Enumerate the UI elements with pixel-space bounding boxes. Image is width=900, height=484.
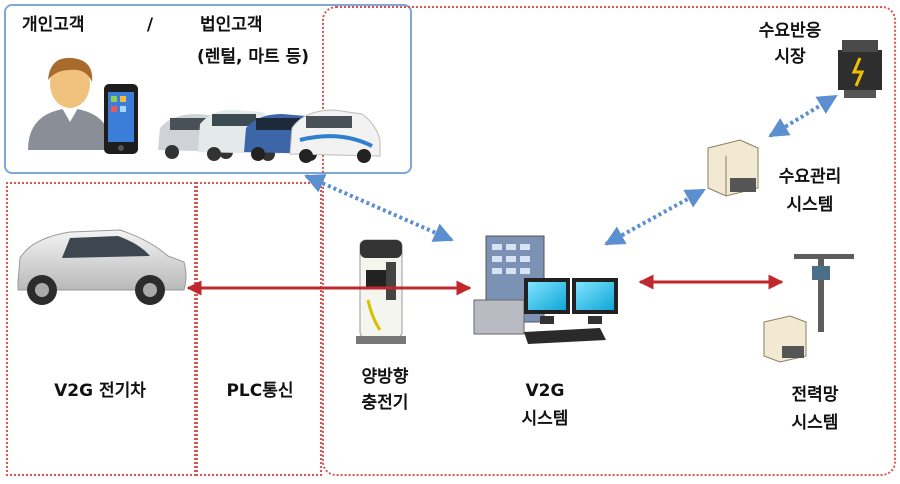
v2g-system-label-1: V2G — [525, 381, 565, 401]
corporate-examples-label: (렌털, 마트 등) — [196, 47, 310, 67]
customer-cars-icon — [158, 109, 381, 163]
demand-market-label-1: 수요반응 — [758, 21, 822, 41]
charger-icon — [356, 239, 406, 344]
demand-market-label-2: 시장 — [774, 47, 806, 67]
corporate-customer-label: 법인고객 — [200, 15, 263, 35]
customer-separator: / — [146, 15, 154, 35]
demand-mgmt-market-link — [768, 94, 838, 138]
computer-icon — [473, 235, 618, 344]
transformer-icon — [838, 40, 882, 98]
demand-mgmt-label-1: 수요관리 — [778, 167, 842, 187]
charger-label-2: 충전기 — [361, 393, 409, 413]
customer-system-link — [304, 174, 454, 242]
grid-label-2: 시스템 — [791, 413, 839, 433]
utility-pole-icon — [794, 254, 854, 332]
individual-customer-label: 개인고객 — [22, 15, 85, 35]
ev-panel — [6, 182, 196, 476]
grid-label-1: 전력망 — [791, 385, 839, 405]
v2g-system-label-2: 시스템 — [521, 409, 569, 429]
smartphone-icon — [104, 84, 138, 154]
grid-server-icon — [763, 315, 807, 363]
person-icon — [28, 57, 112, 150]
charger-label-1: 양방향 — [361, 367, 409, 387]
system-demand-mgmt-link — [604, 188, 706, 246]
server-icon — [707, 139, 759, 197]
ev-label: V2G 전기차 — [54, 381, 146, 401]
car-icon — [17, 229, 187, 305]
demand-mgmt-label-2: 시스템 — [786, 195, 834, 215]
plc-label: PLC통신 — [226, 381, 294, 401]
plc-panel — [196, 182, 322, 476]
